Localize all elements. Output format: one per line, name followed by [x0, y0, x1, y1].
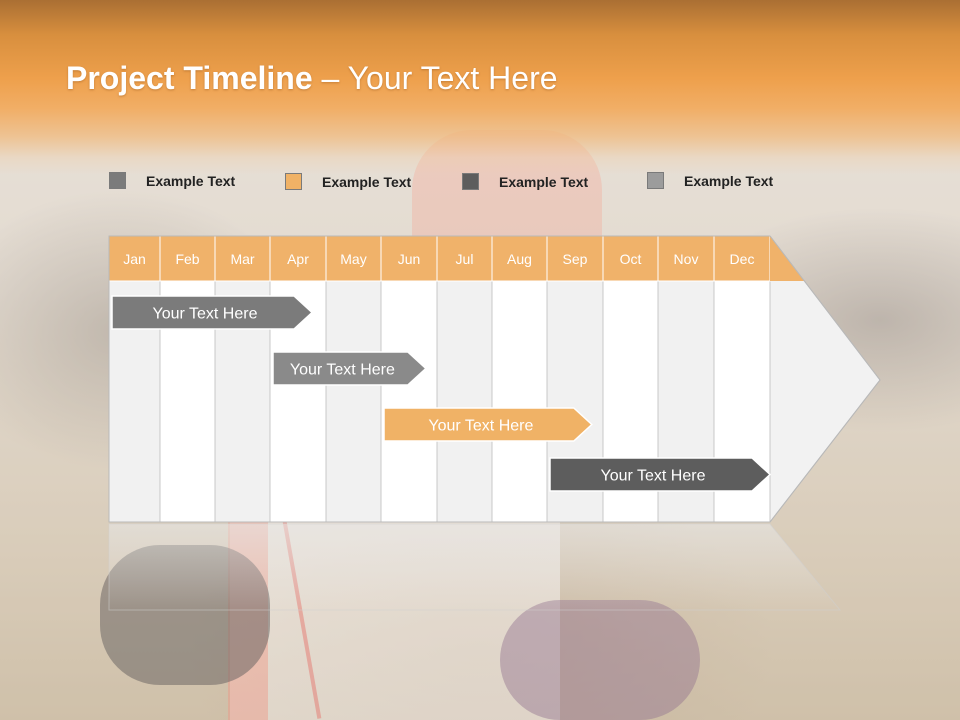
- slide-title: Project Timeline – Your Text Here: [66, 60, 558, 97]
- timeline-reflection: [108, 523, 842, 611]
- month-header-jan: [108, 235, 161, 282]
- legend-label-3: Example Text: [499, 174, 589, 190]
- task-label-4: Your Text Here: [601, 468, 706, 485]
- month-label-apr: Apr: [287, 251, 309, 267]
- task-bar-4: Your Text Here: [549, 457, 772, 492]
- legend-label-1: Example Text: [146, 173, 236, 189]
- legend-swatch-1: [109, 172, 126, 189]
- month-header-apr: [269, 235, 327, 282]
- task-label-2: Your Text Here: [290, 362, 395, 379]
- month-header-jun: [380, 235, 438, 282]
- month-header-nov: [657, 235, 715, 282]
- header-band: [0, 0, 960, 175]
- month-label-sep: Sep: [563, 251, 588, 267]
- legend-label-2: Example Text: [322, 174, 412, 190]
- month-column-jul: [436, 280, 493, 523]
- month-label-may: May: [340, 251, 366, 267]
- slide-title-bold: Project Timeline: [66, 60, 313, 96]
- month-label-jul: Jul: [456, 251, 474, 267]
- month-label-dec: Dec: [730, 251, 755, 267]
- month-label-aug: Aug: [507, 251, 532, 267]
- legend-swatch-2: [285, 173, 302, 190]
- month-header-mar: [214, 235, 271, 282]
- timeline-arrow-outline: [108, 235, 881, 523]
- month-header-feb: [159, 235, 216, 282]
- task-bar-3: Your Text Here: [383, 407, 593, 442]
- legend-swatch-4: [647, 172, 664, 189]
- month-label-nov: Nov: [674, 251, 699, 267]
- month-header-jul: [436, 235, 493, 282]
- month-column-aug: [491, 280, 548, 523]
- task-arrow-3: [383, 407, 593, 442]
- task-label-1: Your Text Here: [153, 306, 258, 323]
- task-bar-2: Your Text Here: [272, 351, 427, 386]
- month-header-row: [108, 235, 805, 282]
- task-arrow-4: [549, 457, 772, 492]
- month-header-dec: [713, 235, 771, 282]
- month-column-jun: [380, 280, 438, 523]
- month-label-jan: Jan: [123, 251, 146, 267]
- slide-title-rest: – Your Text Here: [312, 60, 558, 96]
- month-labels: Jan Feb Mar Apr May Jun Jul Aug Sep Oct Nov Dec: [123, 251, 754, 267]
- task-arrow-1: [111, 295, 314, 330]
- month-label-jun: Jun: [398, 251, 421, 267]
- month-label-oct: Oct: [620, 251, 642, 267]
- legend-swatch-3: [462, 173, 479, 190]
- month-label-feb: Feb: [175, 251, 199, 267]
- task-label-3: Your Text Here: [428, 418, 533, 435]
- task-arrow-2: [272, 351, 427, 386]
- month-column-may: [325, 280, 382, 523]
- task-bar-1: Your Text Here: [111, 295, 314, 330]
- month-header-may: [325, 235, 382, 282]
- legend-label-4: Example Text: [684, 173, 774, 189]
- month-header-aug: [491, 235, 548, 282]
- right-glove-shape: [500, 600, 700, 720]
- month-label-mar: Mar: [230, 251, 254, 267]
